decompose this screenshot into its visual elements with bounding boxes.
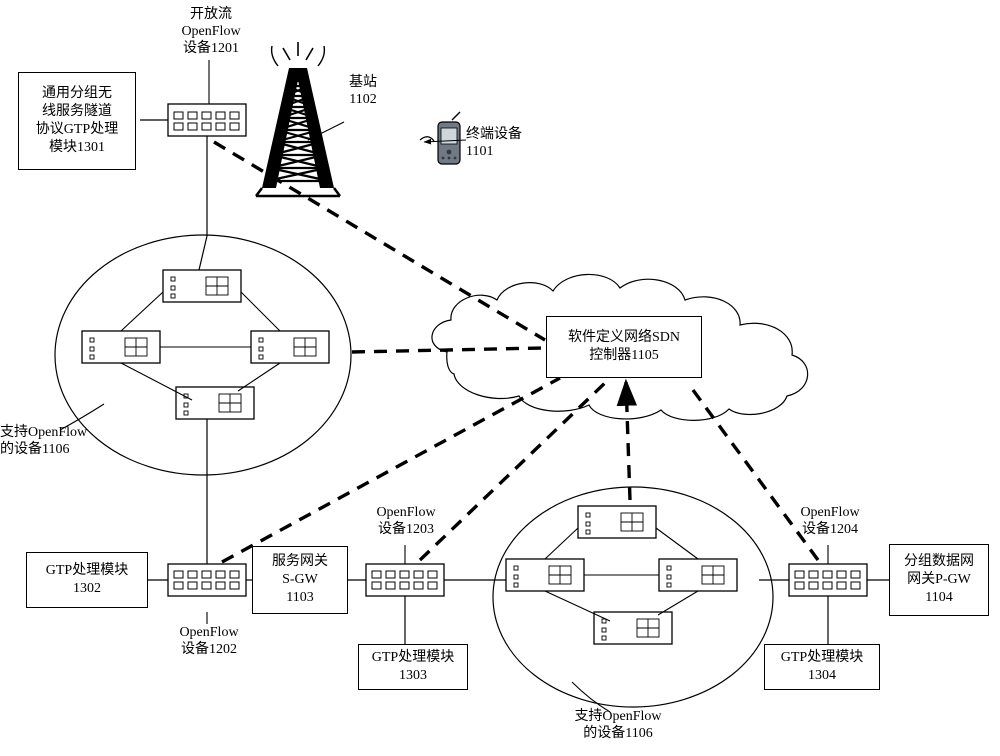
ctrl-link-switch1204	[688, 384, 820, 562]
sdn-cloud-shape	[431, 273, 809, 421]
label-packet-data-gateway-1104: 分组数据网 网关P-GW 1104	[889, 544, 989, 616]
label-openflow-device-1201: 开放流 OpenFlow 设备1201	[181, 7, 241, 56]
openflow-switch-1203-icon	[365, 563, 445, 597]
label-gtp-tunnel-module-1301: 通用分组无 线服务隧道 协议GTP处理 模块1301	[18, 72, 136, 170]
openflow-switch-1201-icon	[167, 103, 247, 137]
left-cloud-switch-left-icon	[81, 330, 161, 364]
ctrl-link-leftcloud	[351, 346, 543, 354]
label-openflow-devices-1106-bottom: 支持OpenFlow 的设备1106	[574, 709, 662, 741]
openflow-switch-1204-icon	[788, 563, 868, 597]
radio-wave	[419, 136, 435, 142]
label-sdn-controller-1105: 软件定义网络SDN 控制器1105	[546, 316, 702, 378]
left-cloud-internal-links	[120, 291, 281, 401]
ctrl-link-switch1202	[221, 376, 561, 564]
leader-devices-1106-left	[59, 403, 105, 431]
label-openflow-device-1204: OpenFlow 设备1204	[800, 505, 860, 537]
label-terminal-device-1101: 终端设备 1101	[466, 127, 522, 159]
label-base-station-1102: 基站 1102	[349, 75, 377, 107]
label-openflow-device-1203: OpenFlow 设备1203	[376, 505, 436, 537]
label-gtp-module-1303: GTP处理模块 1303	[358, 644, 468, 690]
label-openflow-device-1202: OpenFlow 设备1202	[179, 625, 239, 657]
left-cloud-switch-top-icon	[162, 269, 242, 303]
label-openflow-devices-1106-left: 支持OpenFlow 的设备1106	[0, 425, 88, 457]
label-gtp-module-1304: GTP处理模块 1304	[764, 644, 880, 690]
bottom-cloud-internal-links	[544, 527, 699, 622]
left-cloud-switch-right-icon	[250, 330, 330, 364]
bottom-cloud-switch-left-icon	[505, 558, 585, 592]
base-station-tower-icon	[255, 42, 341, 198]
leader-devices-1106-bottom	[571, 681, 611, 713]
label-serving-gateway-1103: 服务网关 S-GW 1103	[252, 546, 348, 614]
left-cloud-switch-bottom-icon	[175, 386, 255, 420]
leader-terminal-device	[423, 138, 467, 145]
leader-base-station	[307, 121, 345, 141]
ctrl-link-bottomcloud-arrow	[616, 378, 638, 501]
bottom-cloud-switch-top-icon	[577, 505, 657, 539]
ctrl-link-switch1201	[213, 140, 546, 342]
terminal-device-icon	[437, 111, 461, 165]
openflow-switch-1202-icon	[167, 563, 247, 597]
label-gtp-module-1302: GTP处理模块 1302	[26, 552, 148, 608]
openflow-network-ellipse-left	[54, 234, 352, 476]
sdn-control-links	[213, 140, 820, 564]
bottom-cloud-switch-bottom-icon	[593, 611, 673, 645]
link-switch1201-cloudtop	[198, 235, 208, 271]
openflow-network-ellipse-bottom	[492, 486, 774, 708]
bottom-cloud-switch-right-icon	[658, 558, 738, 592]
